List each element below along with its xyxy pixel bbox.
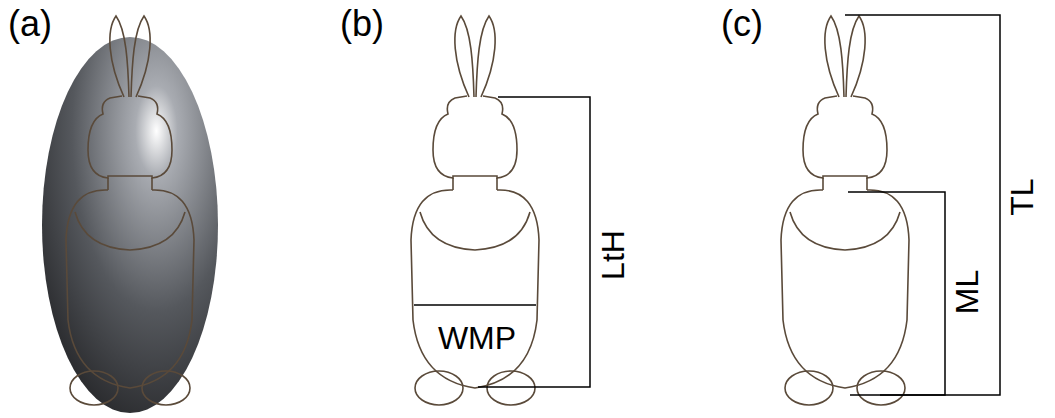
beetle-outline [66,16,194,405]
panel-label: (a) [8,6,52,42]
dimension-label: WMP [438,322,516,354]
ellipsoid-model [42,37,218,413]
width-line [414,304,536,306]
dimension-label: LtH [597,230,629,280]
length-bracket [845,15,1000,395]
panel-label: (b) [340,6,384,42]
length-bracket [848,192,945,395]
beetle-outline [411,16,539,405]
dimension-label: ML [951,270,983,314]
dimension-label: TL [1006,178,1038,215]
panel-label: (c) [721,6,763,42]
beetle-outline [781,16,909,405]
